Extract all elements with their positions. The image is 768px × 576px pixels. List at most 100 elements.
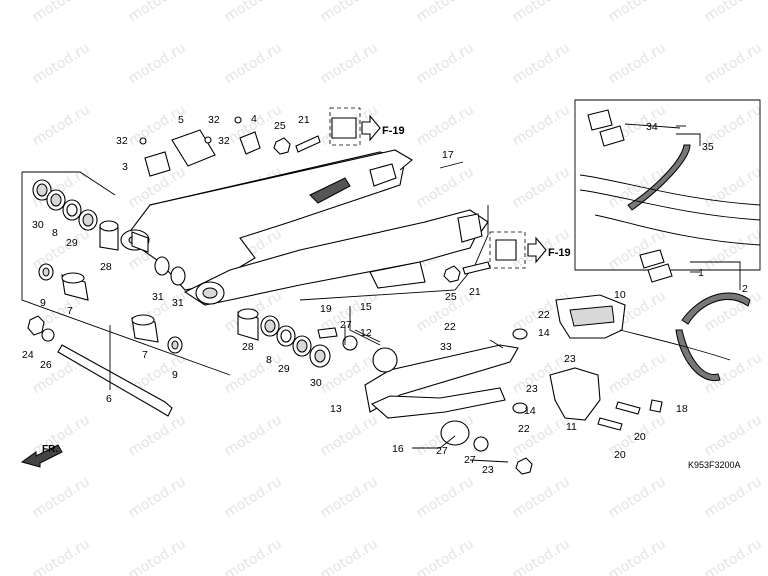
watermark-text: motod.ru xyxy=(606,474,669,522)
callout-32c: 32 xyxy=(218,135,230,147)
callout-10: 10 xyxy=(614,289,626,301)
watermark-text: motod.ru xyxy=(222,536,285,576)
callout-27c: 27 xyxy=(464,454,476,466)
front-direction-icon xyxy=(20,444,63,468)
right-bearing-stack xyxy=(237,308,331,368)
callout-30a: 30 xyxy=(32,219,44,231)
callout-33: 33 xyxy=(440,341,452,353)
callout-23a: 23 xyxy=(564,353,576,365)
callout-4: 4 xyxy=(251,113,257,125)
figure-references: F-19 F-19 xyxy=(382,125,571,259)
watermark-text: motod.ru xyxy=(414,474,477,522)
watermark-text: motod.ru xyxy=(702,0,765,25)
watermark-text: motod.ru xyxy=(126,536,189,576)
watermark-text: motod.ru xyxy=(222,0,285,25)
callout-22a: 22 xyxy=(538,309,550,321)
callout-28a: 28 xyxy=(100,261,112,273)
callout-13: 13 xyxy=(330,403,342,415)
callout-34: 34 xyxy=(646,121,658,133)
front-label: FR. xyxy=(42,444,58,455)
diagram-code: K953F3200A xyxy=(688,460,741,470)
watermark-text: motod.ru xyxy=(702,412,765,460)
watermark-text: motod.ru xyxy=(30,40,93,88)
callout-20b: 20 xyxy=(614,449,626,461)
callout-5: 5 xyxy=(178,114,184,126)
callout-14b: 14 xyxy=(524,405,536,417)
watermark-text: motod.ru xyxy=(510,474,573,522)
callout-28b: 28 xyxy=(242,341,254,353)
callout-16: 16 xyxy=(392,443,404,455)
callout-8a: 8 xyxy=(52,227,58,239)
watermark-text: motod.ru xyxy=(414,102,477,150)
watermark-text: motod.ru xyxy=(606,0,669,25)
watermark-text: motod.ru xyxy=(222,40,285,88)
callout-17: 17 xyxy=(442,149,454,161)
watermark-text: motod.ru xyxy=(414,0,477,25)
watermark-text: motod.ru xyxy=(126,40,189,88)
callout-23c: 23 xyxy=(482,464,494,476)
watermark-text: motod.ru xyxy=(606,350,669,398)
watermark-text: motod.ru xyxy=(510,102,573,150)
watermark-text: motod.ru xyxy=(510,164,573,212)
callout-3: 3 xyxy=(122,161,128,173)
callout-labels: 1 2 3 4 5 6 7 7 8 8 9 9 10 11 12 13 14 1… xyxy=(22,113,748,476)
callout-18: 18 xyxy=(676,403,688,415)
watermark-text: motod.ru xyxy=(702,536,765,576)
callout-24: 24 xyxy=(22,349,34,361)
callout-27b: 27 xyxy=(436,445,448,457)
callout-1: 1 xyxy=(698,267,704,279)
watermark-text: motod.ru xyxy=(606,536,669,576)
watermark-text: motod.ru xyxy=(702,40,765,88)
callout-26: 26 xyxy=(40,359,52,371)
swingarm xyxy=(120,149,489,306)
callout-2: 2 xyxy=(742,283,748,295)
callout-6: 6 xyxy=(106,393,112,405)
watermark-text: motod.ru xyxy=(318,536,381,576)
watermark-text: motod.ru xyxy=(126,474,189,522)
callout-20a: 20 xyxy=(634,431,646,443)
ref-f19-top: F-19 xyxy=(382,125,405,137)
watermark-text: motod.ru xyxy=(30,226,93,274)
watermark-text: motod.ru xyxy=(318,0,381,25)
watermark-text: motod.ru xyxy=(222,350,285,398)
callout-22c: 22 xyxy=(518,423,530,435)
left-bearing-stack xyxy=(27,179,186,417)
top-parts xyxy=(139,114,547,283)
callout-8b: 8 xyxy=(266,354,272,366)
watermark-text: motod.ru xyxy=(510,412,573,460)
callout-11: 11 xyxy=(566,421,577,433)
callout-27a: 27 xyxy=(340,319,352,331)
callout-25b: 25 xyxy=(445,291,457,303)
watermark-text: motod.ru xyxy=(510,0,573,25)
watermark-text: motod.ru xyxy=(222,474,285,522)
leader-lines xyxy=(109,123,741,463)
watermark-text: motod.ru xyxy=(606,40,669,88)
watermark-text: motod.ru xyxy=(30,474,93,522)
callout-35: 35 xyxy=(702,141,714,153)
callout-29b: 29 xyxy=(278,363,290,375)
watermark-text: motod.ru xyxy=(126,412,189,460)
callout-21a: 21 xyxy=(298,114,310,126)
watermark-text: motod.ru xyxy=(30,0,93,25)
ref-f19-mid: F-19 xyxy=(548,247,571,259)
watermark-text: motod.ru xyxy=(414,40,477,88)
chain-slider xyxy=(317,294,663,475)
watermark-text: motod.ru xyxy=(510,40,573,88)
watermark-text: motod.ru xyxy=(126,0,189,25)
callout-7a: 7 xyxy=(67,305,73,317)
watermark-text: motod.ru xyxy=(30,102,93,150)
callout-22b: 22 xyxy=(444,321,456,333)
callout-12: 12 xyxy=(360,327,372,339)
callout-9b: 9 xyxy=(172,369,178,381)
callout-14a: 14 xyxy=(538,327,550,339)
watermark-text: motod.ru xyxy=(414,536,477,576)
callout-30b: 30 xyxy=(310,377,322,389)
callout-7b: 7 xyxy=(142,349,148,361)
callout-32a: 32 xyxy=(208,114,220,126)
callout-29a: 29 xyxy=(66,237,78,249)
watermark-text: motod.ru xyxy=(318,474,381,522)
callout-19: 19 xyxy=(320,303,332,315)
watermark-text: motod.ru xyxy=(702,350,765,398)
